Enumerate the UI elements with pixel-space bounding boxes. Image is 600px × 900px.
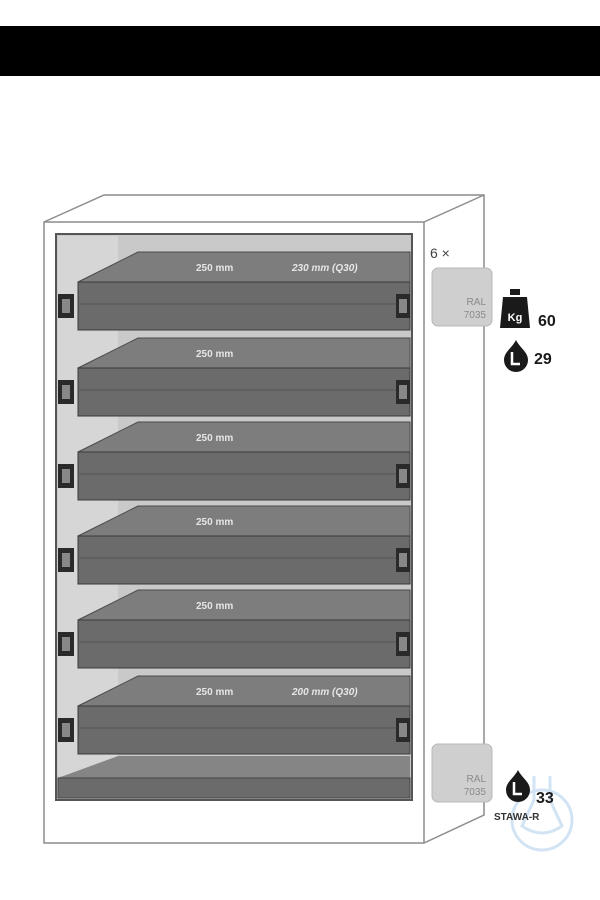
liquid-drop-icon	[504, 340, 528, 372]
ral-label-top: RAL	[467, 297, 487, 308]
top-black-bar	[0, 26, 600, 76]
colour-swatch-bottom: RAL 7035	[431, 743, 493, 803]
colour-swatch-top: RAL 7035	[431, 267, 493, 327]
load-capacity: 60	[538, 313, 556, 330]
drawer-depth-label-q30: 230 mm (Q30)	[291, 263, 358, 274]
ral-code-top: 7035	[464, 310, 487, 321]
drawer-depth-label: 250 mm	[196, 433, 233, 444]
drawer: 250 mm 230 mm (Q30)	[58, 251, 411, 331]
drawer: 250 mm	[58, 337, 411, 417]
drawer: 250 mm 200 mm (Q30)	[58, 675, 411, 755]
drawer-depth-label: 250 mm	[196, 263, 233, 274]
ral-code-bottom: 7035	[464, 787, 487, 798]
certification-label: STAWA-R	[494, 812, 540, 823]
ral-label-bottom: RAL	[467, 774, 487, 785]
drawer: 250 mm	[58, 421, 411, 501]
drawer-depth-label: 250 mm	[196, 601, 233, 612]
sump-volume-bottom: 33	[536, 790, 554, 807]
drawer-count: 6 ×	[430, 245, 450, 261]
drawer-depth-label: 250 mm	[196, 687, 233, 698]
drawer: 250 mm	[58, 589, 411, 669]
sump-volume: 29	[534, 351, 552, 368]
weight-icon: Kg	[500, 289, 530, 328]
flask-watermark-logo	[510, 776, 574, 852]
weight-icon-text: Kg	[508, 312, 523, 324]
bottom-sump	[57, 756, 411, 799]
liquid-drop-icon-bottom	[506, 770, 530, 802]
drawer-depth-label: 250 mm	[196, 349, 233, 360]
drawer-depth-label: 250 mm	[196, 517, 233, 528]
drawer: 250 mm	[58, 505, 411, 585]
drawer-depth-label-q30: 200 mm (Q30)	[291, 687, 358, 698]
